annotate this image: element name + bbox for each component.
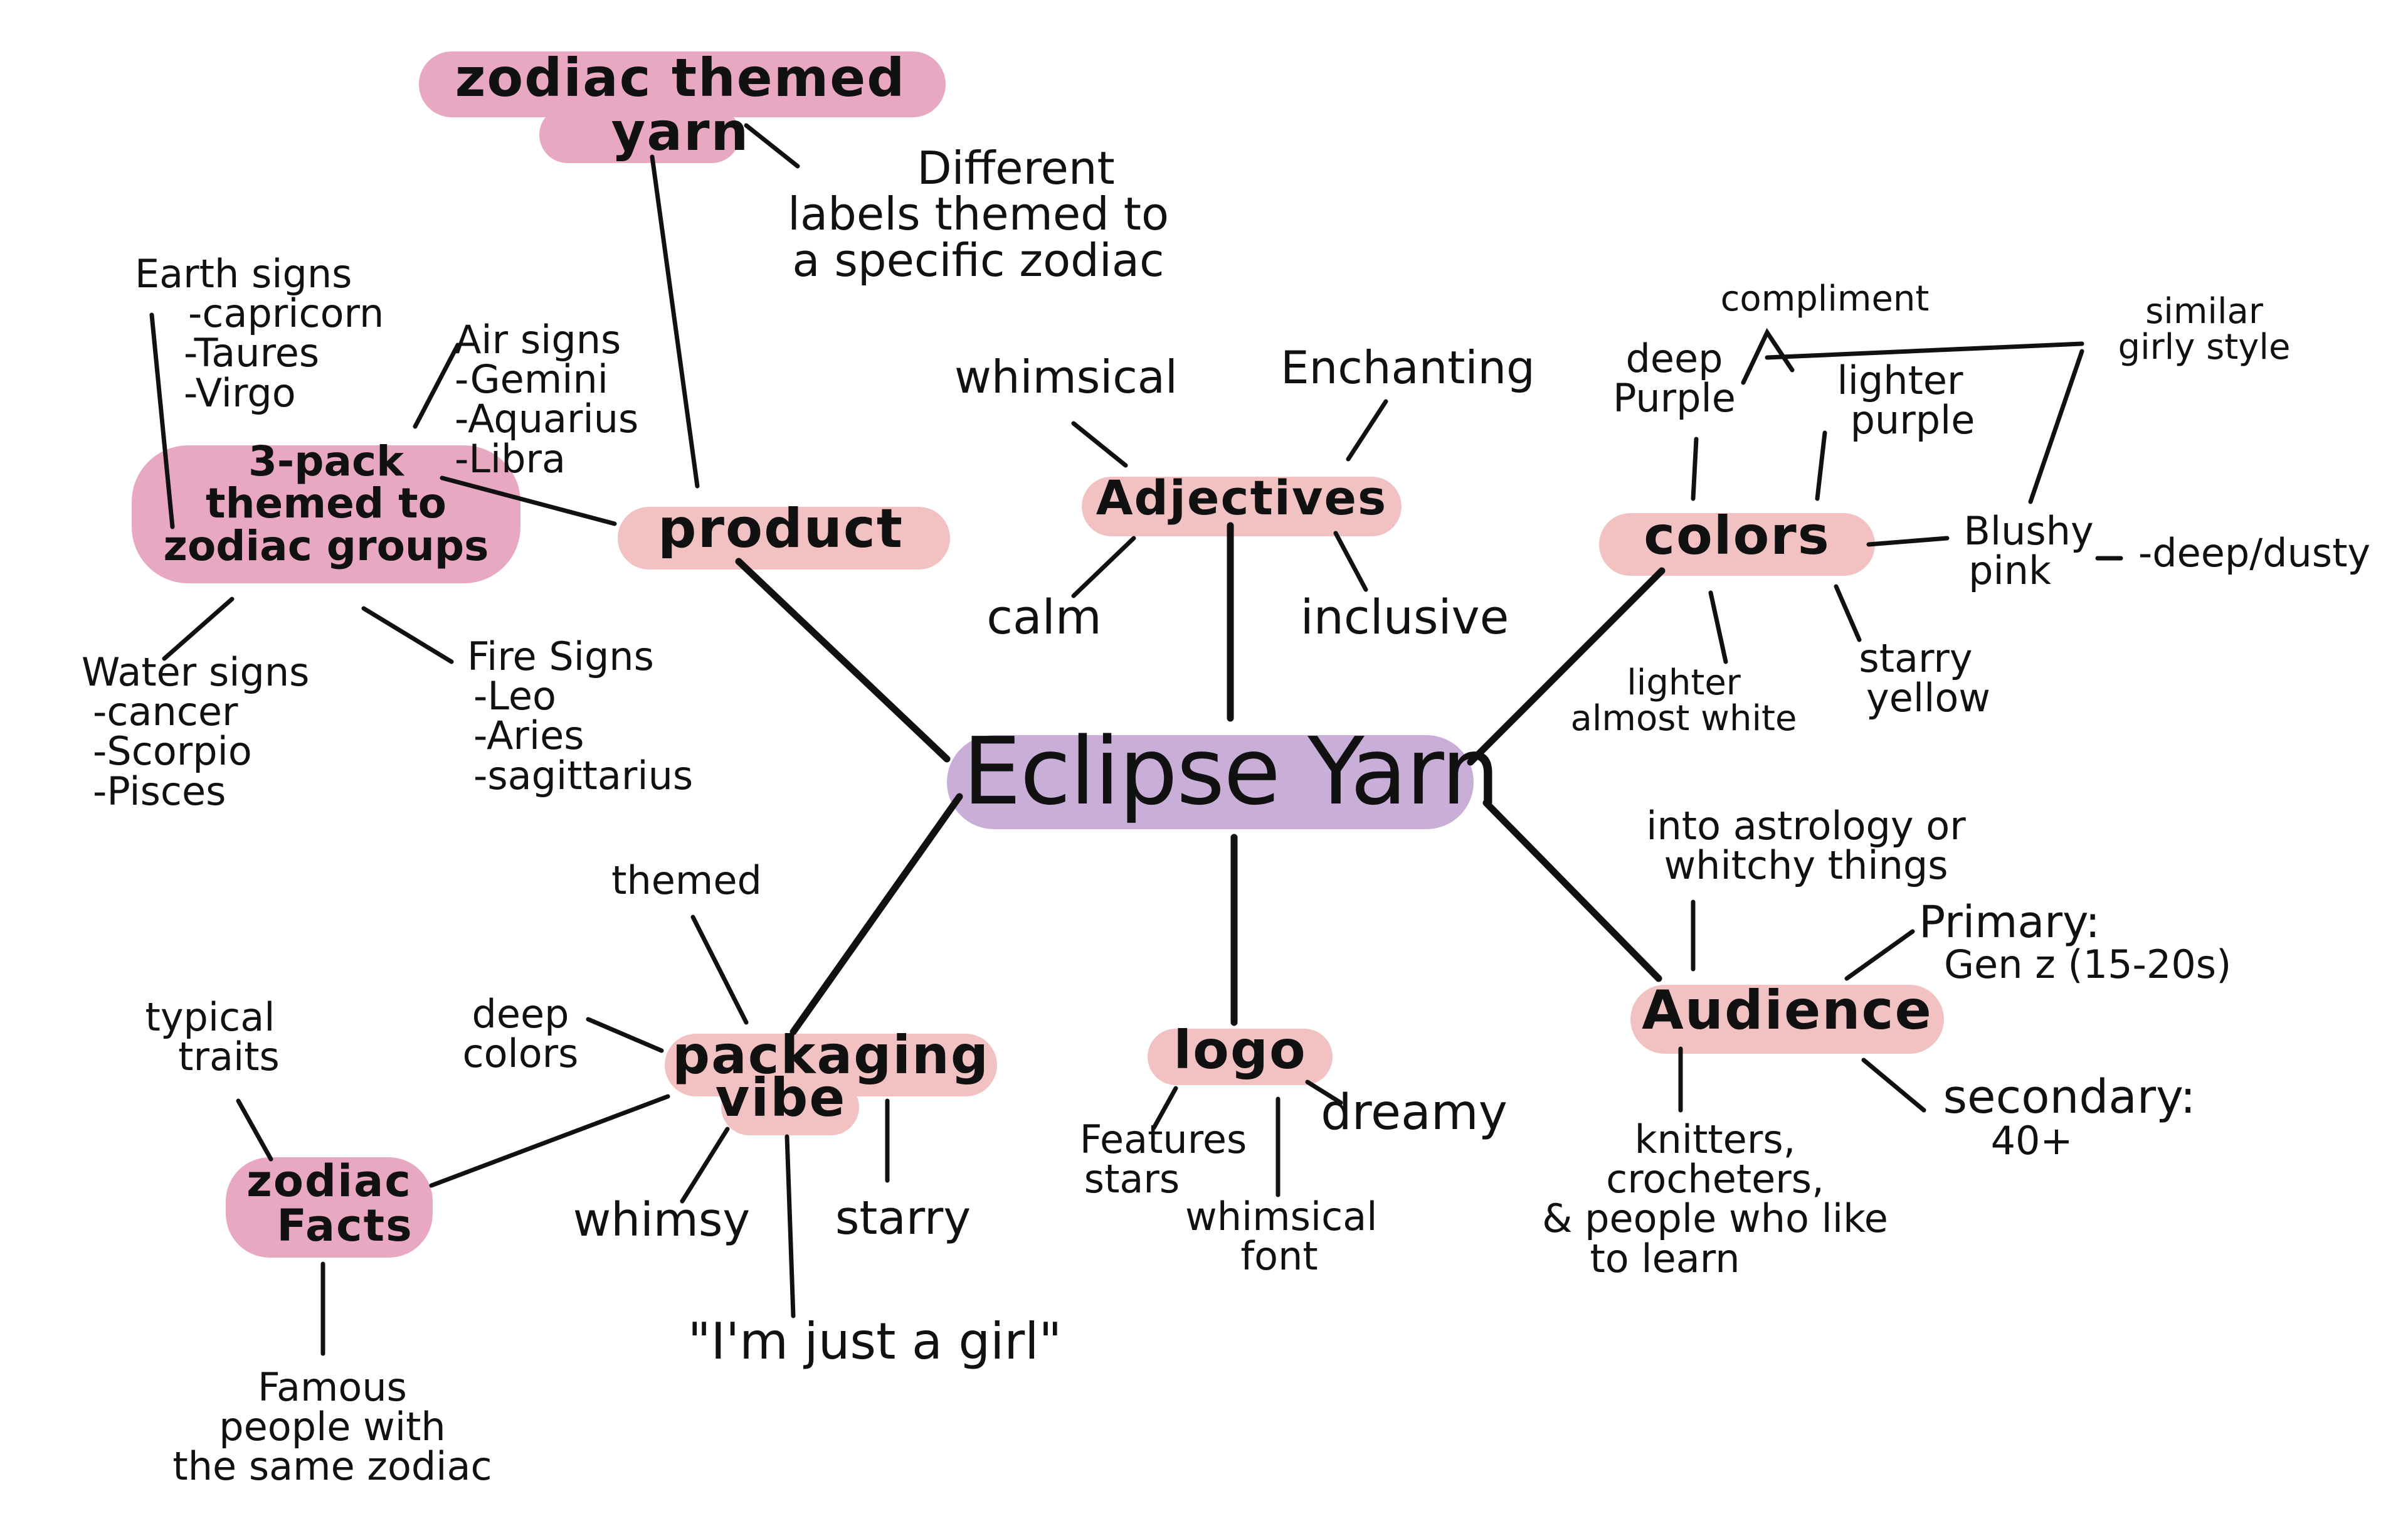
earth-signs-list: Earth signs -capricorn -Taures -Virgo (135, 251, 384, 416)
zodiac-themed-yarn-highlight-2 (539, 107, 740, 163)
deep-purple-label: deep Purple (1613, 336, 1736, 422)
connector-similar-blushy (2028, 349, 2084, 504)
product-label: product (658, 497, 904, 560)
zodiac-themed-yarn-highlight (419, 51, 946, 117)
audience-label: Audience (1642, 979, 1933, 1042)
packaging-vibe-label: packaging vibe (672, 1024, 990, 1128)
connector-3pack-air (413, 342, 460, 429)
fire-signs-list: Fire Signs -Leo -Aries -sagittarius (467, 634, 694, 798)
zodiac-themed-yarn-label: zodiac themed yarn (455, 47, 906, 162)
adjectives-label: Adjectives (1096, 470, 1388, 526)
connector-colors-lighter-purple (1815, 430, 1827, 501)
connector-pack-girl (784, 1134, 796, 1318)
packaging-highlight-2 (721, 1079, 859, 1135)
three-pack-label: 3-pack themed to zodiac groups (163, 437, 489, 570)
connector-colors-white (1708, 590, 1728, 664)
whimsy-label: whimsy (573, 1193, 751, 1247)
lighter-almost-white-label: lighter almost white (1570, 662, 1797, 740)
lighter-purple-label: lighter purple (1837, 358, 1975, 443)
themed-label: themed (611, 857, 762, 903)
adjective-whimsical: whimsical (954, 351, 1178, 403)
connector-pack-whimsy (680, 1127, 730, 1204)
connector-audience-secondary (1861, 1058, 1926, 1113)
connector-logo-dreamy (1305, 1079, 1343, 1105)
connector-adj-enchanting (1346, 399, 1388, 462)
starry-label: starry (835, 1191, 971, 1245)
astrology-label: into astrology or whitchy things (1646, 803, 1966, 889)
connector-pack-facts (429, 1094, 670, 1188)
colors-label: colors (1644, 505, 1830, 566)
zodiac-facts-highlight (226, 1157, 433, 1258)
primary-audience-label: Primary: Gen z (15-20s) (1919, 896, 2232, 988)
connector-3pack-water (162, 597, 235, 661)
adjective-inclusive: inclusive (1300, 589, 1509, 645)
connector-center-packaging (789, 793, 963, 1036)
colors-highlight (1599, 513, 1875, 576)
typical-traits-label: typical traits (145, 994, 280, 1080)
connector-3pack-earth (149, 312, 175, 529)
connector-colors-yellow (1834, 584, 1862, 642)
deep-colors-label: deep colors (462, 991, 579, 1077)
connector-compliment-similar (1765, 341, 2084, 360)
product-highlight (618, 507, 950, 570)
blushy-pink-label: Blushy pink (1963, 508, 2094, 594)
secondary-audience-label: secondary: 40+ (1943, 1070, 2196, 1164)
deep-dusty-label: -deep/dusty (2138, 530, 2371, 576)
connector-audience-primary (1844, 929, 1915, 981)
center-highlight (947, 735, 1474, 829)
knitters-label: knitters, crocheters, & people who like … (1542, 1116, 1888, 1281)
connector-yarn-labels (744, 123, 800, 169)
logo-highlight (1148, 1029, 1333, 1085)
zodiac-facts-label: zodiac Facts (246, 1155, 413, 1252)
connector-center-audience (1482, 799, 1662, 982)
air-signs-list: Air signs -Gemini -Aquarius -Libra (455, 317, 639, 482)
connector-center-product (735, 558, 951, 763)
adjective-enchanting: Enchanting (1281, 341, 1535, 394)
three-pack-highlight (132, 445, 520, 583)
whimsical-font-label: whimsical font (1185, 1194, 1378, 1280)
famous-people-label: Famous people with the same zodiac (172, 1364, 492, 1490)
connector-facts-traits (236, 1098, 273, 1162)
center-title: Eclipse Yarn (963, 718, 1500, 825)
different-labels-note: Different labels themed to a specific zo… (788, 142, 1169, 287)
connector-logo-features (1151, 1086, 1178, 1130)
connector-adj-calm (1071, 536, 1136, 598)
connector-pack-themed (690, 915, 749, 1025)
connector-product-3pack (440, 475, 617, 526)
connector-3pack-fire (361, 606, 454, 664)
connector-center-colors (1467, 567, 1666, 766)
adjectives-highlight (1082, 477, 1402, 536)
connector-colors-blushy (1866, 536, 1950, 547)
connector-pack-deepcolors (586, 1017, 664, 1053)
connector-product-yarn (650, 154, 700, 489)
connector-colors-deep-purple (1691, 437, 1699, 501)
starry-yellow-label: starry yellow (1859, 635, 1990, 721)
connector-adj-whimsical (1071, 421, 1128, 468)
dreamy-label: dreamy (1321, 1085, 1508, 1141)
just-a-girl-label: "I'm just a girl" (687, 1312, 1062, 1371)
audience-highlight (1630, 985, 1944, 1054)
compliment-label: compliment (1720, 278, 1930, 319)
adjective-calm: calm (986, 589, 1102, 645)
logo-label: logo (1173, 1019, 1307, 1081)
features-stars-label: Features stars (1079, 1116, 1247, 1202)
similar-girly-style-label: similar girly style (2118, 291, 2291, 368)
connector-adj-inclusive (1333, 531, 1368, 592)
water-signs-list: Water signs -cancer -Scorpio -Pisces (82, 649, 310, 814)
